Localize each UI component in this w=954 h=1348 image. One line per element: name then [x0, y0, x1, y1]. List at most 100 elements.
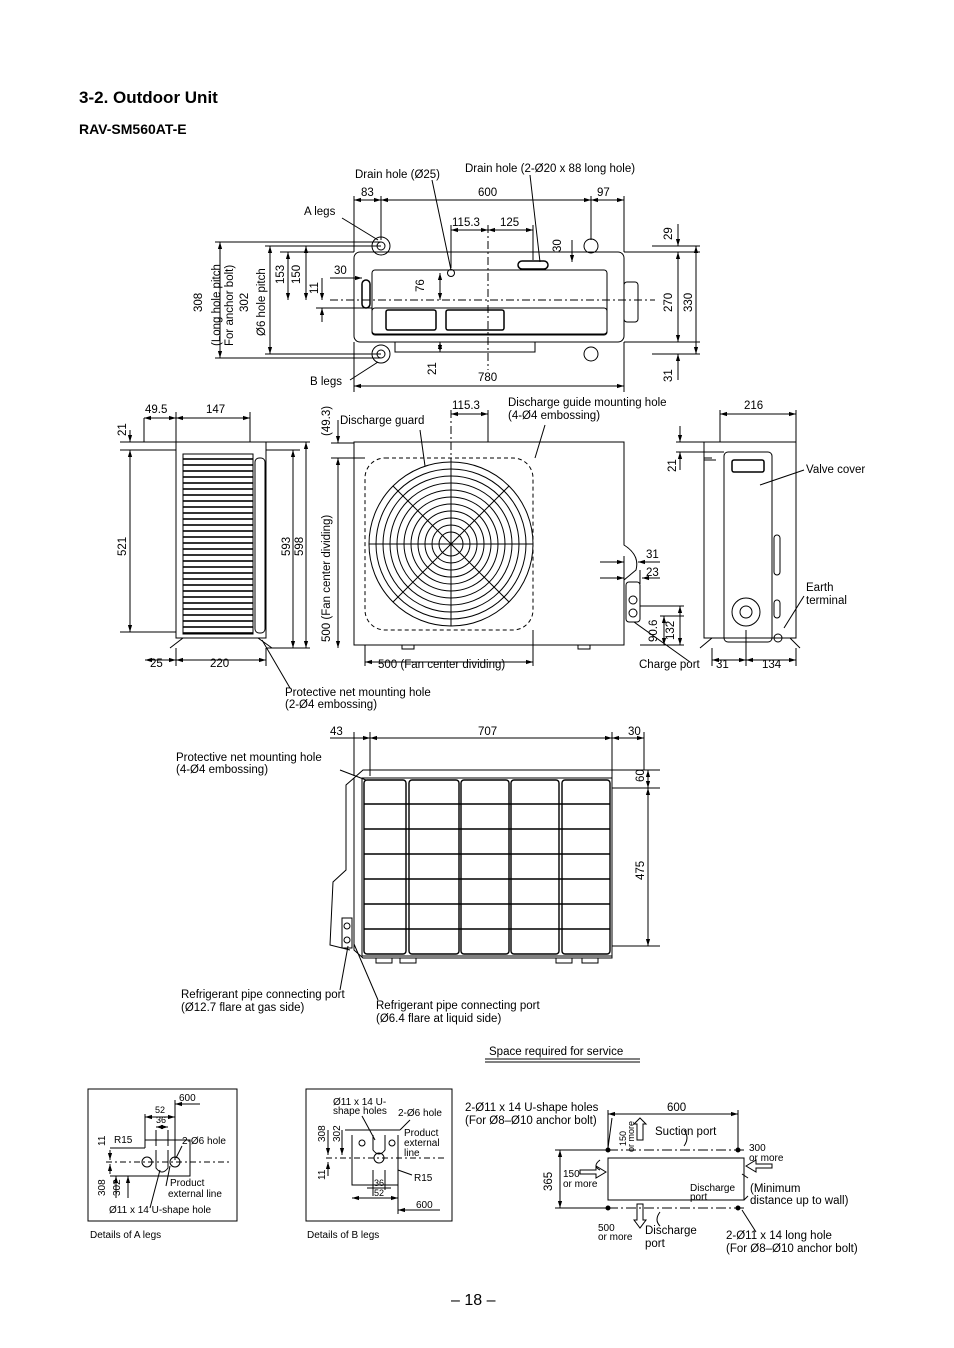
rear-view [329, 732, 660, 1001]
svg-text:147: 147 [206, 404, 225, 416]
svg-text:2-Ø11 x 14 long hole: 2-Ø11 x 14 long hole [726, 1230, 832, 1242]
svg-text:or more: or more [598, 1232, 633, 1243]
svg-text:Earth: Earth [806, 582, 834, 594]
label-a-legs: A legs [304, 206, 336, 218]
service-space-title: Space required for service [485, 1046, 640, 1063]
details-a-labels: 600 52 36 R15 2-Ø6 hole 11 308 302 Produ… [90, 1093, 226, 1241]
top-view-outline [353, 251, 625, 343]
svg-text:600: 600 [667, 1102, 686, 1114]
svg-text:21: 21 [427, 362, 439, 375]
svg-text:302: 302 [112, 1179, 123, 1196]
svg-text:11: 11 [97, 1135, 108, 1146]
svg-text:shape holes: shape holes [333, 1106, 387, 1117]
svg-text:153: 153 [275, 265, 287, 284]
label-charge-port: Charge port [639, 659, 701, 671]
model-name: RAV-SM560AT-E [79, 121, 187, 137]
svg-text:line: line [404, 1148, 420, 1159]
front-view-outline [353, 441, 638, 646]
rear-view-labels: 43 707 30 60 475 Protective net mounting… [176, 726, 647, 1025]
svg-text:(Minimum: (Minimum [750, 1183, 800, 1195]
label-discharge-port: Discharge [645, 1225, 697, 1237]
svg-text:or more: or more [563, 1179, 598, 1190]
svg-text:593: 593 [281, 537, 293, 556]
a-leg-right [583, 238, 599, 254]
svg-text:600: 600 [179, 1093, 196, 1104]
svg-text:308: 308 [193, 293, 205, 312]
svg-text:132: 132 [665, 621, 677, 640]
svg-text:31: 31 [663, 369, 675, 382]
svg-text:Protective net mounting hole: Protective net mounting hole [285, 687, 431, 699]
svg-text:216: 216 [744, 400, 763, 412]
svg-text:25: 25 [150, 658, 163, 670]
svg-text:Refrigerant pipe connecting po: Refrigerant pipe connecting port [181, 989, 345, 1001]
svg-text:2-Ø11 x 14 U-shape holes: 2-Ø11 x 14 U-shape holes [465, 1102, 599, 1114]
page-number: – 18 – [451, 1292, 496, 1309]
svg-text:11: 11 [317, 1169, 328, 1180]
label-suction-port: Suction port [655, 1126, 717, 1138]
svg-text:598: 598 [294, 537, 306, 556]
service-space-labels: 2-Ø11 x 14 U-shape holes (For Ø8–Ø10 anc… [465, 1102, 858, 1255]
svg-text:83: 83 [361, 187, 374, 199]
svg-text:31: 31 [646, 549, 659, 561]
svg-text:36: 36 [156, 1115, 166, 1125]
svg-text:300: 300 [749, 1143, 766, 1154]
svg-text:or more: or more [626, 1121, 636, 1152]
label-discharge-guard: Discharge guard [340, 415, 424, 427]
svg-text:500 (Fan center dividing): 500 (Fan center dividing) [321, 515, 333, 642]
svg-text:30: 30 [334, 265, 347, 277]
svg-text:Discharge guide mounting hole: Discharge guide mounting hole [508, 397, 667, 409]
svg-text:Space required for service: Space required for service [489, 1046, 623, 1058]
svg-text:76: 76 [415, 279, 427, 292]
svg-text:21: 21 [117, 423, 129, 436]
page-heading: 3-2. Outdoor Unit [79, 88, 218, 107]
svg-text:270: 270 [663, 293, 675, 312]
svg-text:475: 475 [635, 861, 647, 880]
svg-text:R15: R15 [414, 1173, 433, 1184]
svg-text:125: 125 [500, 217, 519, 229]
svg-text:600: 600 [478, 187, 497, 199]
svg-text:external: external [404, 1138, 440, 1149]
svg-text:port: port [690, 1192, 707, 1203]
rear-view-outline [353, 769, 613, 959]
svg-text:302: 302 [239, 293, 251, 312]
svg-text:150: 150 [618, 1131, 628, 1146]
label-b-legs: B legs [310, 376, 342, 388]
svg-text:(4-Ø4 embossing): (4-Ø4 embossing) [176, 764, 268, 776]
svg-text:30: 30 [628, 726, 641, 738]
svg-text:(Ø6.4 flare at liquid side): (Ø6.4 flare at liquid side) [376, 1013, 501, 1025]
label-valve-cover: Valve cover [806, 464, 865, 476]
svg-text:port: port [645, 1238, 666, 1250]
top-view [215, 174, 700, 392]
svg-text:97: 97 [597, 187, 610, 199]
svg-text:365: 365 [543, 1172, 555, 1191]
unit-footprint [607, 1157, 745, 1201]
svg-text:150: 150 [291, 265, 303, 284]
svg-text:external line: external line [168, 1189, 222, 1200]
left-side-labels: 49.5 147 21 521 593 598 25 220 Protectiv… [117, 404, 431, 711]
svg-text:23: 23 [646, 567, 659, 579]
svg-text:49.5: 49.5 [145, 404, 167, 416]
svg-text:780: 780 [478, 372, 497, 384]
details-b-legs [305, 1088, 453, 1222]
svg-text:220: 220 [210, 658, 229, 670]
svg-text:(Long hole pitch: (Long hole pitch [211, 264, 223, 346]
svg-text:21: 21 [667, 459, 679, 472]
svg-text:330: 330 [683, 293, 695, 312]
svg-text:521: 521 [117, 537, 129, 556]
rear-grid [363, 779, 611, 955]
right-side-labels: 216 21 31 134 Valve cover Earth terminal [667, 400, 865, 671]
drain-hole-25 [447, 269, 455, 277]
left-side-view [120, 412, 310, 689]
svg-text:29: 29 [663, 227, 675, 240]
svg-text:308: 308 [97, 1179, 108, 1196]
svg-text:(Ø12.7 flare at gas side): (Ø12.7 flare at gas side) [181, 1002, 305, 1014]
top-view-labels: Drain hole (Ø25) Drain hole (2-Ø20 x 88 … [193, 163, 695, 388]
drain-hole-long [517, 260, 549, 270]
svg-text:60: 60 [635, 769, 647, 782]
svg-text:(For Ø8–Ø10 anchor bolt): (For Ø8–Ø10 anchor bolt) [726, 1243, 858, 1255]
svg-text:36: 36 [374, 1178, 384, 1188]
front-view-labels: (49.3) 115.3 Discharge guard Discharge g… [321, 397, 701, 671]
svg-text:Discharge: Discharge [690, 1183, 735, 1194]
svg-text:R15: R15 [114, 1135, 133, 1146]
